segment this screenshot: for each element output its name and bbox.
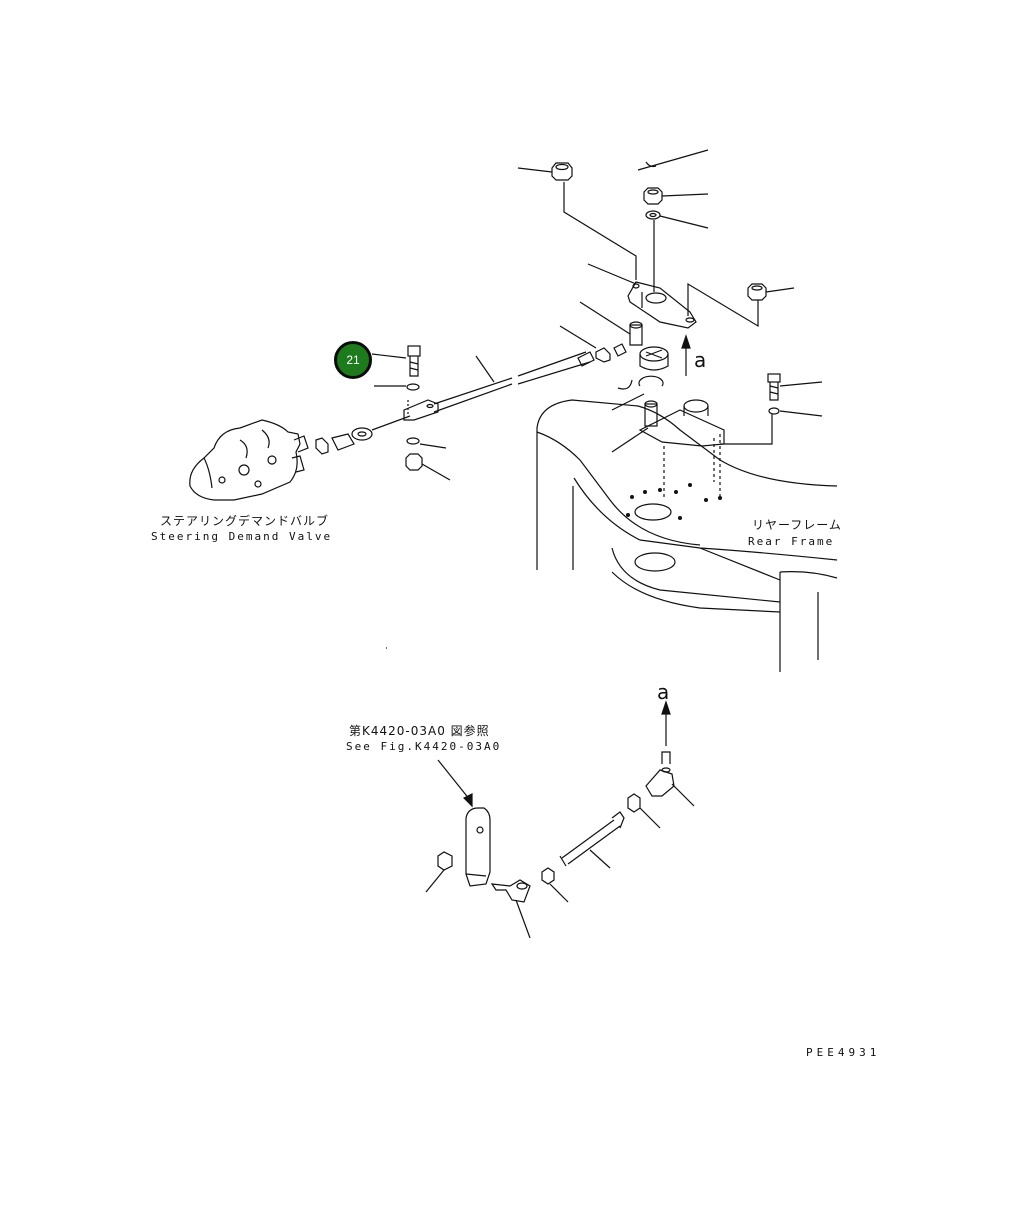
snap-ring: [638, 375, 664, 387]
lower-lever: [465, 807, 491, 887]
lower-nut-right: [627, 793, 641, 813]
nut-top-right: [747, 283, 767, 301]
upper-bracket: [627, 281, 697, 346]
reference-label-jp: 第K4420-03A0 図参照: [349, 724, 490, 738]
lower-ball-joint-right: [645, 751, 675, 797]
arrow-label-upper: a: [694, 348, 707, 372]
rear-frame: [536, 399, 838, 672]
bolt-top: [551, 162, 573, 181]
arrow-label-lower: a: [657, 680, 670, 704]
lower-rod: [559, 811, 625, 867]
arrow-up-lower: [661, 700, 671, 746]
lower-nut-middle: [541, 867, 555, 885]
lower-lever-nut: [437, 851, 453, 871]
drawing-code: PEE4931: [806, 1046, 881, 1059]
valve-rod-end: [315, 427, 373, 455]
valve-label-jp: ステアリングデマンドバルブ: [160, 514, 330, 528]
reference-arrow: [437, 759, 473, 808]
lower-bracket: [638, 399, 725, 500]
steering-demand-valve: [189, 419, 309, 501]
bushing: [639, 346, 669, 371]
nut-top: [643, 187, 663, 220]
leader-lines-lower: [425, 783, 695, 939]
valve-label-en: Steering Demand Valve: [151, 530, 333, 543]
steering-rod: [371, 343, 627, 431]
lower-ball-joint-left: [490, 879, 531, 903]
leader-lines-valve: [371, 353, 495, 481]
reference-label-en: See Fig.K4420-03A0: [346, 740, 502, 753]
callout-21-number: 21: [346, 353, 360, 367]
leader-lines-upper: [517, 149, 823, 500]
rod-bracket: [403, 345, 439, 471]
frame-label-jp: リヤーフレーム: [752, 518, 842, 532]
arrow-up-upper: [681, 334, 691, 376]
callout-21[interactable]: 21: [334, 341, 372, 379]
bolt-right: [767, 373, 781, 415]
frame-label-en: Rear Frame: [748, 535, 835, 548]
